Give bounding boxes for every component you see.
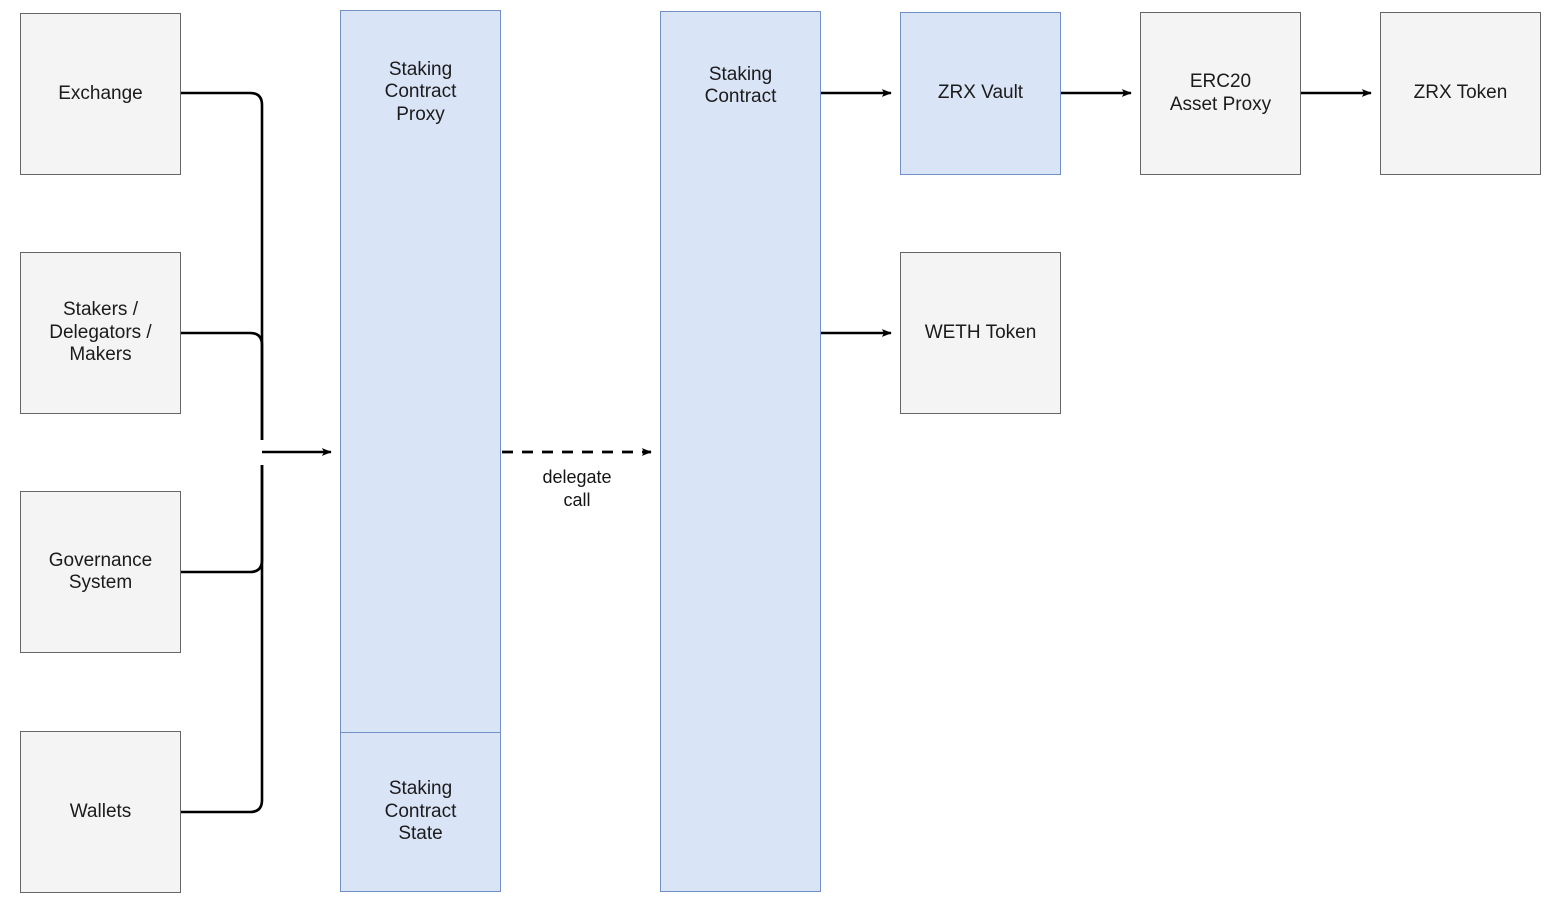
node-exchange[interactable]: Exchange: [20, 13, 181, 175]
node-stakers-delegators-makers[interactable]: Stakers / Delegators / Makers: [20, 252, 181, 414]
node-exchange-label: Exchange: [58, 82, 143, 104]
node-staking-contract-state-label: Staking Contract State: [384, 778, 457, 845]
node-zrx-vault-label: ZRX Vault: [937, 82, 1024, 104]
node-staking-contract-label: Staking Contract: [704, 64, 777, 108]
node-staking-contract[interactable]: Staking Contract: [660, 11, 821, 892]
node-zrx-vault[interactable]: ZRX Vault: [900, 12, 1061, 175]
edge-governance-to-proxy: [181, 465, 264, 574]
edge-stakers-to-proxy: [181, 331, 264, 440]
node-zrx-token[interactable]: ZRX Token: [1380, 12, 1541, 175]
node-zrx-token-label: ZRX Token: [1413, 82, 1508, 104]
node-staking-contract-state[interactable]: Staking Contract State: [340, 732, 501, 892]
node-erc20-asset-proxy[interactable]: ERC20 Asset Proxy: [1140, 12, 1301, 175]
node-staking-contract-proxy-label: Staking Contract Proxy: [384, 59, 457, 125]
node-wallets[interactable]: Wallets: [20, 731, 181, 893]
node-wallets-label: Wallets: [69, 800, 132, 822]
edge-exchange-to-proxy: [181, 91, 264, 440]
edge-label-delegate-call: delegate call: [542, 467, 612, 510]
node-weth-token-label: WETH Token: [924, 321, 1037, 343]
node-governance-system-label: Governance System: [48, 549, 153, 593]
node-staking-contract-proxy[interactable]: Staking Contract Proxy: [340, 10, 501, 733]
node-stakers-delegators-makers-label: Stakers / Delegators / Makers: [49, 299, 152, 366]
edge-wallets-to-proxy: [181, 465, 264, 814]
node-governance-system[interactable]: Governance System: [20, 491, 181, 653]
node-erc20-asset-proxy-label: ERC20 Asset Proxy: [1169, 71, 1272, 115]
node-weth-token[interactable]: WETH Token: [900, 252, 1061, 414]
